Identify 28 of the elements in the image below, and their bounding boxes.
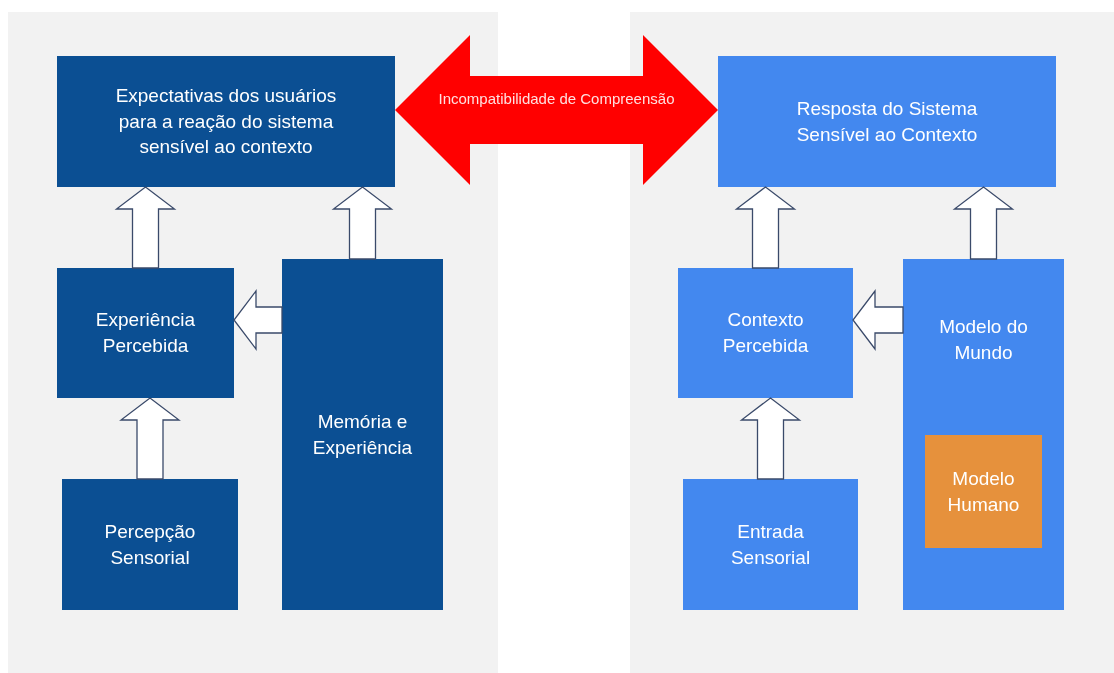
process-box	[62, 479, 238, 610]
box-label: Entrada Sensorial	[729, 519, 812, 570]
block-arrow	[233, 289, 283, 351]
box-label: Modelo do Mundo	[938, 315, 1029, 365]
process-box	[683, 479, 858, 610]
process-box	[718, 56, 1056, 187]
block-arrow	[739, 397, 802, 480]
box-label: Experiência Percebida	[94, 308, 197, 358]
process-box	[57, 56, 395, 187]
box-label: Expectativas dos usuários para a reação do sistema sensível ao contexto	[114, 84, 338, 160]
block-arrow	[114, 186, 177, 269]
double-block-arrow	[395, 35, 718, 185]
process-box	[925, 435, 1042, 548]
block-arrow	[119, 397, 181, 480]
box-label: Modelo Humano	[946, 466, 1021, 517]
process-box	[282, 259, 443, 610]
edge-label: Incompatibilidade de Compreensão	[438, 89, 675, 109]
process-box	[678, 268, 853, 398]
block-arrow	[734, 186, 797, 269]
box-label: Resposta do Sistema Sensível ao Contexto	[795, 96, 979, 147]
box-label: Percepção Sensorial	[103, 519, 197, 570]
box-label: Memória e Experiência	[311, 409, 414, 460]
block-arrow	[331, 186, 394, 260]
block-arrow	[852, 289, 904, 351]
block-arrow	[952, 186, 1015, 260]
process-box	[57, 268, 234, 398]
process-box	[903, 259, 1064, 610]
box-label: Contexto Percebida	[721, 308, 810, 358]
